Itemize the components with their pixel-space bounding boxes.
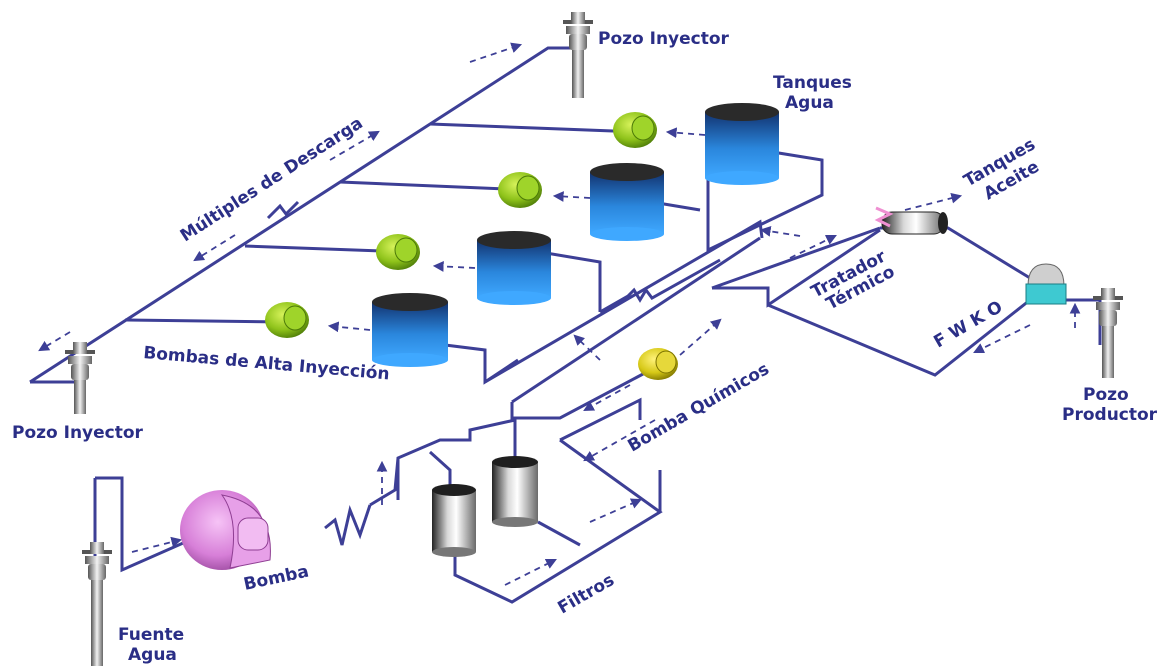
water-tank <box>590 163 664 241</box>
label-pozo-productor-1: Pozo <box>1083 385 1129 405</box>
high-injection-pump <box>613 112 657 148</box>
high-injection-pump <box>376 234 420 270</box>
flow-arrows <box>38 42 1081 586</box>
fwko-vessel <box>1025 263 1067 305</box>
label-bombas-alta: Bombas de Alta Inyección <box>143 343 391 384</box>
filter-vessel <box>432 484 476 557</box>
label-tanques-agua-1: Tanques <box>773 73 852 93</box>
label-pozo-inyector-left: Pozo Inyector <box>12 423 144 443</box>
label-bomba: Bomba <box>242 562 311 595</box>
well-injector-top <box>563 12 593 98</box>
main-pump <box>180 490 271 570</box>
label-pozo-productor-2: Productor <box>1062 405 1158 425</box>
label-filtros: Filtros <box>555 570 618 618</box>
label-fuente-agua-2: Agua <box>128 645 177 665</box>
high-injection-pump <box>265 302 309 338</box>
piping-network <box>29 46 1102 604</box>
chemicals-pump <box>638 348 678 380</box>
water-tank <box>372 293 448 367</box>
high-injection-pump <box>498 172 542 208</box>
label-tanques-agua-2: Agua <box>785 93 834 113</box>
well-injector-left <box>65 342 95 414</box>
well-water-source <box>82 542 112 666</box>
label-pozo-inyector-top: Pozo Inyector <box>598 29 730 49</box>
filter-vessel <box>492 456 538 527</box>
label-fwko: F W K O <box>931 297 1007 352</box>
label-fuente-agua-1: Fuente <box>118 625 184 645</box>
well-producer <box>1093 288 1123 378</box>
water-tank <box>705 103 779 185</box>
water-tank <box>477 231 551 305</box>
thermal-treater <box>874 206 948 235</box>
